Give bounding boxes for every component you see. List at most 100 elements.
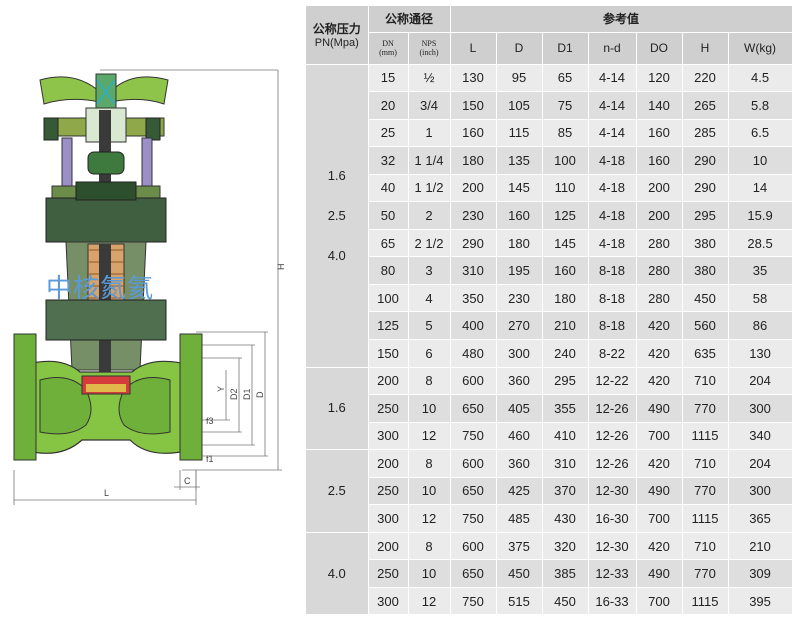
table-cell: 750 xyxy=(450,422,497,451)
table-cell: 355 xyxy=(542,394,589,423)
table-cell: 770 xyxy=(682,477,729,506)
table-cell: 125 xyxy=(368,311,409,340)
table-cell: 15 xyxy=(368,64,409,93)
table-cell: 5 xyxy=(408,311,451,340)
table-cell: 340 xyxy=(728,422,792,451)
table-cell: 180 xyxy=(496,229,543,258)
table-cell: 1115 xyxy=(682,422,729,451)
table-cell: 380 xyxy=(682,256,729,285)
table-cell: 1115 xyxy=(682,587,729,616)
table-cell: 32 xyxy=(368,146,409,175)
table-cell: 8 xyxy=(408,367,451,396)
table-cell: 120 xyxy=(636,64,683,93)
table-cell: 130 xyxy=(450,64,497,93)
table-cell: 180 xyxy=(542,284,589,313)
col-header-4: DO xyxy=(636,32,683,65)
table-cell: 25 xyxy=(368,119,409,148)
table-cell: 425 xyxy=(496,477,543,506)
table-cell: 1 1/2 xyxy=(408,174,451,203)
table-cell: 28.5 xyxy=(728,229,792,258)
table-cell: 300 xyxy=(728,394,792,423)
table-cell: 125 xyxy=(542,201,589,230)
table-cell: 195 xyxy=(496,256,543,285)
table-cell: 250 xyxy=(368,477,409,506)
spec-table: 公称压力 PN(Mpa) 公称通径 参考值 DN(mm) NPS(inch) L… xyxy=(306,6,792,616)
table-cell: 8-22 xyxy=(588,339,637,368)
table-cell: 8 xyxy=(408,449,451,478)
table-cell: 770 xyxy=(682,559,729,588)
table-cell: 650 xyxy=(450,394,497,423)
dim-f3: f3 xyxy=(206,416,214,426)
col-header-2: D1 xyxy=(542,32,589,65)
pressure-cell: 2.5 xyxy=(306,449,369,533)
table-cell: 420 xyxy=(636,532,683,561)
table-cell: 100 xyxy=(542,146,589,175)
valve-drawing-panel: H L Y D2 D1 D f3 f1 C xyxy=(0,0,300,615)
table-cell: 58 xyxy=(728,284,792,313)
table-cell: 160 xyxy=(636,146,683,175)
pressure-unit: PN(Mpa) xyxy=(314,37,359,50)
table-cell: 4-14 xyxy=(588,91,637,120)
table-cell: 250 xyxy=(368,559,409,588)
valve-drawing: H L Y D2 D1 D f3 f1 C xyxy=(13,69,286,505)
col-header-0: L xyxy=(450,32,497,65)
table-cell: 4 xyxy=(408,284,451,313)
table-cell: 490 xyxy=(636,477,683,506)
table-cell: 270 xyxy=(496,311,543,340)
dim-L: L xyxy=(104,488,109,498)
table-cell: 450 xyxy=(542,587,589,616)
table-cell: 230 xyxy=(450,201,497,230)
table-cell: 350 xyxy=(450,284,497,313)
table-cell: 150 xyxy=(450,91,497,120)
table-cell: 145 xyxy=(496,174,543,203)
table-cell: 204 xyxy=(728,449,792,478)
col-header-6: W(kg) xyxy=(728,32,792,65)
table-cell: 1115 xyxy=(682,504,729,533)
table-cell: 375 xyxy=(496,532,543,561)
table-cell: 20 xyxy=(368,91,409,120)
table-cell: 450 xyxy=(682,284,729,313)
pressure-value: 1.6 xyxy=(327,400,346,416)
table-cell: 3/4 xyxy=(408,91,451,120)
table-cell: 12-22 xyxy=(588,367,637,396)
table-cell: 410 xyxy=(542,422,589,451)
table-cell: 140 xyxy=(636,91,683,120)
table-cell: 385 xyxy=(542,559,589,588)
table-cell: 115 xyxy=(496,119,543,148)
table-cell: 4-18 xyxy=(588,201,637,230)
table-cell: 6 xyxy=(408,339,451,368)
table-cell: 135 xyxy=(496,146,543,175)
table-cell: 16-30 xyxy=(588,504,637,533)
table-cell: 200 xyxy=(636,174,683,203)
table-cell: 420 xyxy=(636,449,683,478)
table-cell: 370 xyxy=(542,477,589,506)
table-cell: 360 xyxy=(496,449,543,478)
table-cell: 5.8 xyxy=(728,91,792,120)
table-cell: 200 xyxy=(368,532,409,561)
table-cell: 35 xyxy=(728,256,792,285)
table-cell: 290 xyxy=(682,146,729,175)
table-cell: 310 xyxy=(450,256,497,285)
table-cell: 16-33 xyxy=(588,587,637,616)
table-cell: 405 xyxy=(496,394,543,423)
pressure-header: 公称压力 PN(Mpa) xyxy=(306,6,369,65)
table-cell: 95 xyxy=(496,64,543,93)
table-cell: 450 xyxy=(496,559,543,588)
table-cell: 300 xyxy=(496,339,543,368)
table-cell: 200 xyxy=(450,174,497,203)
table-cell: 210 xyxy=(542,311,589,340)
table-cell: 8-18 xyxy=(588,256,637,285)
table-cell: 145 xyxy=(542,229,589,258)
dim-H: H xyxy=(276,264,286,271)
table-cell: 80 xyxy=(368,256,409,285)
dim-D: D xyxy=(255,391,265,398)
